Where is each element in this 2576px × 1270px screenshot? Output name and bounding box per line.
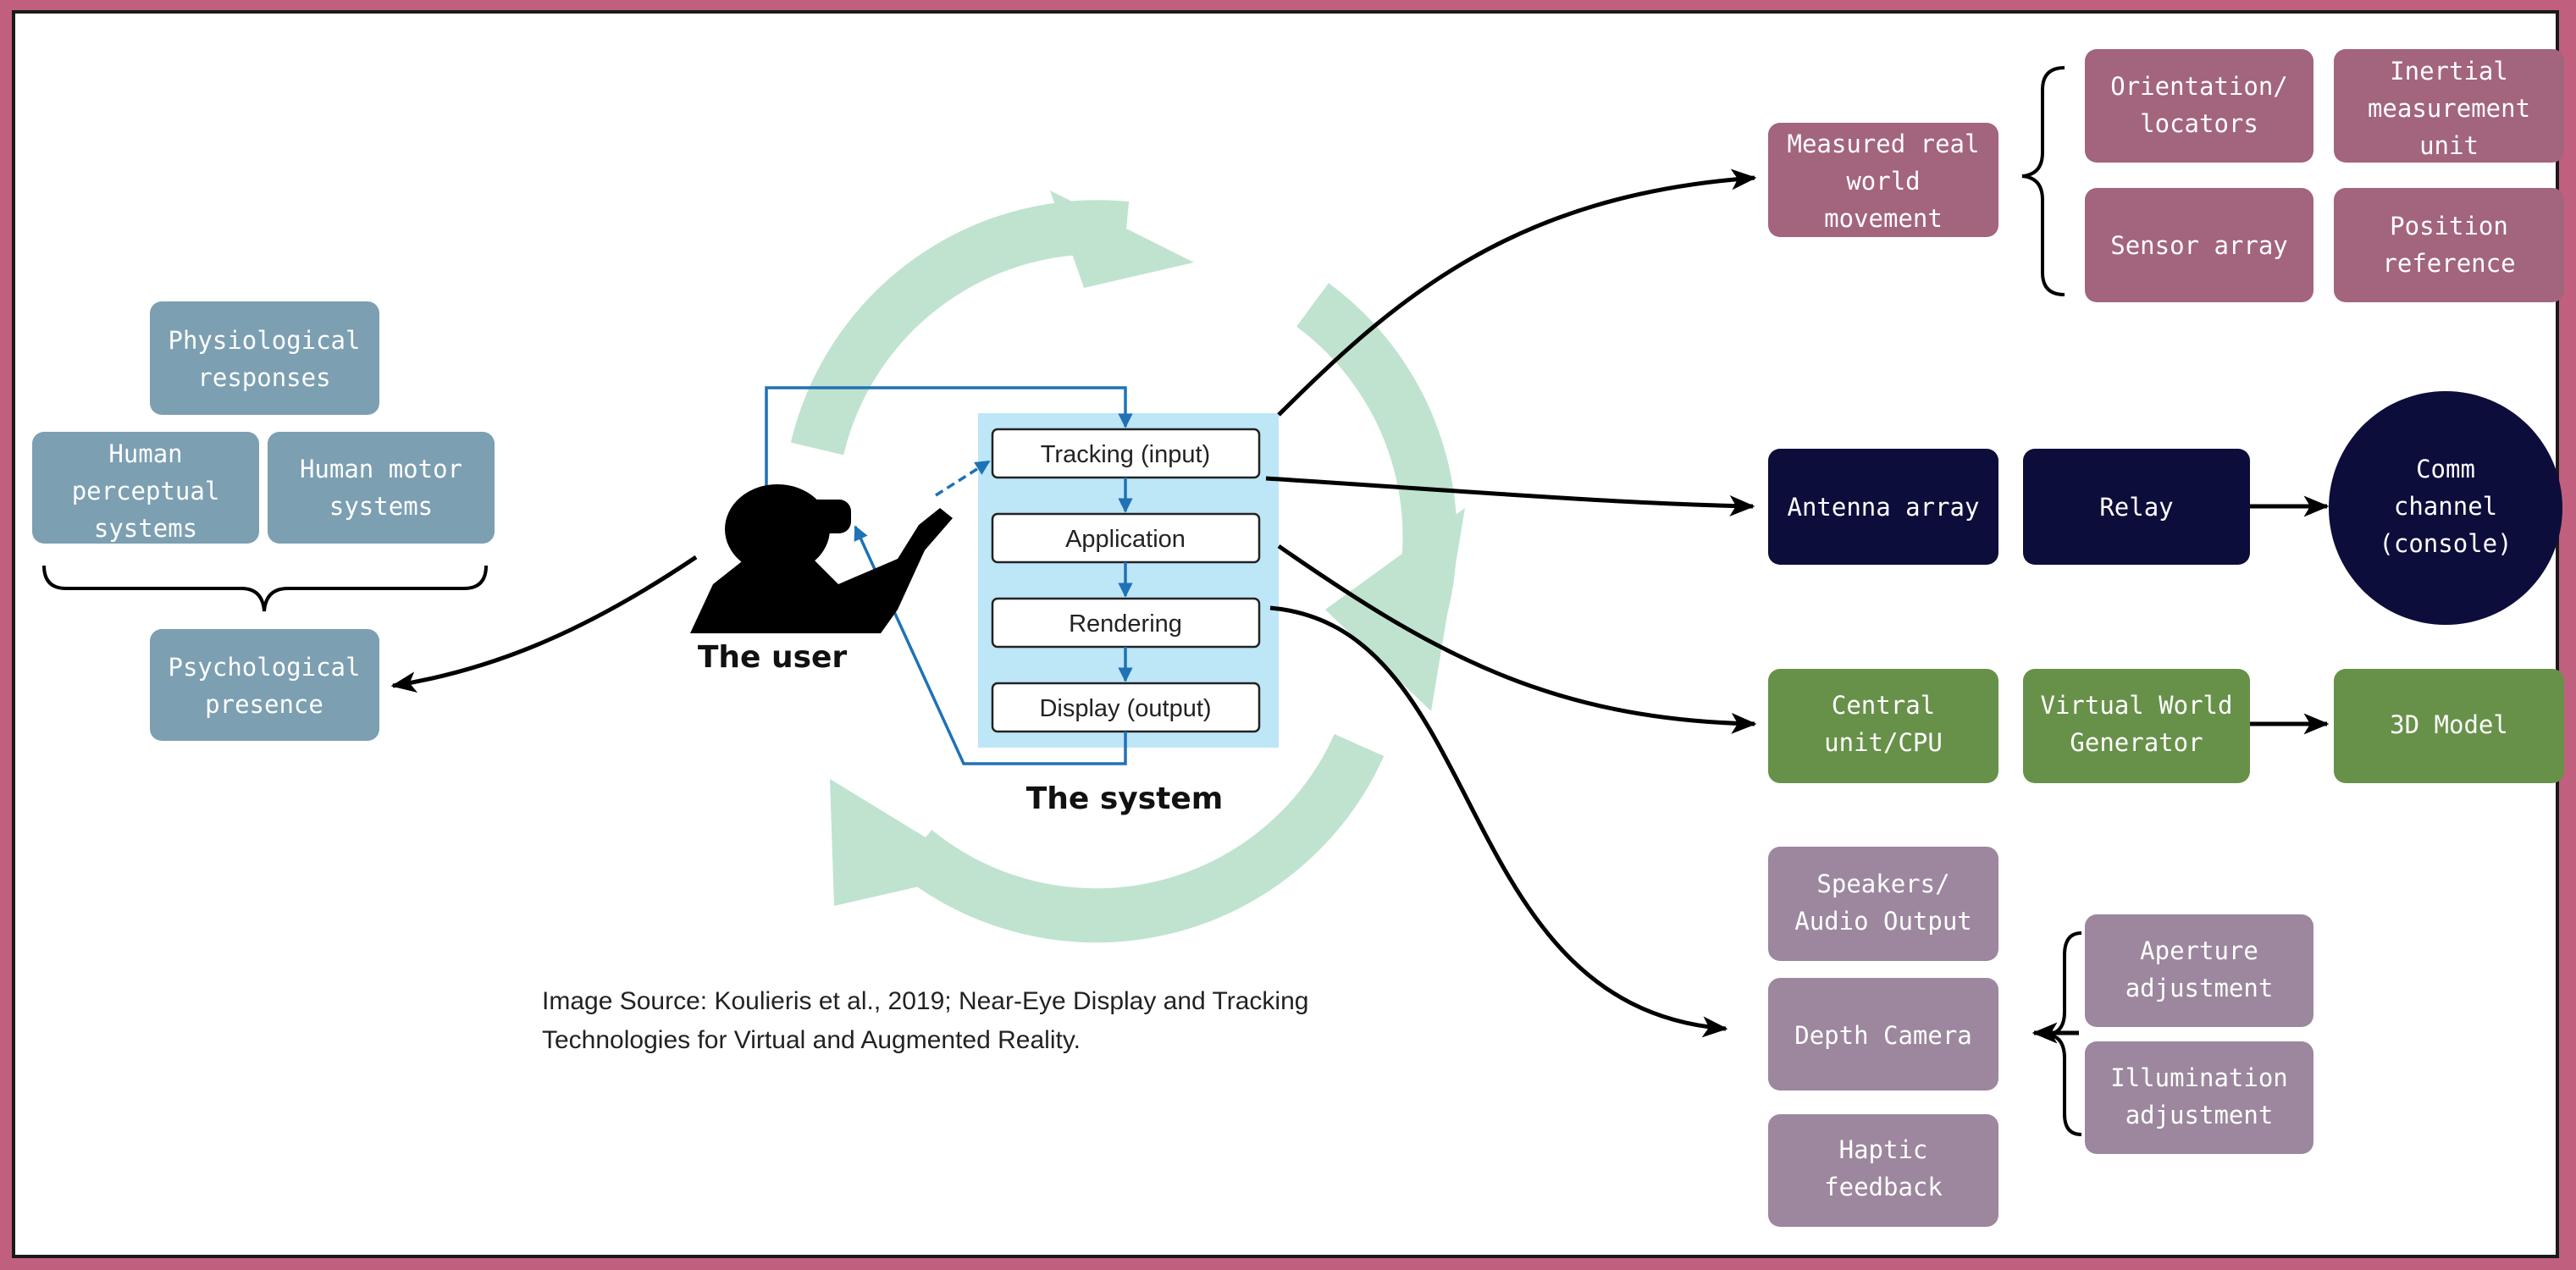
illumination-line-2: adjustment	[2125, 1101, 2274, 1129]
comm-line-1: Comm	[2416, 455, 2475, 483]
model-line-1: 3D Model	[2390, 710, 2508, 739]
aperture-line-1: Aperture	[2140, 936, 2258, 965]
orientation-line-1: Orientation/	[2110, 72, 2288, 101]
antenna-array-box	[1768, 449, 1998, 565]
orientation-line-2: locators	[2140, 109, 2258, 138]
position-line-1: Position	[2390, 212, 2508, 240]
presence-line-1: Psychological	[169, 653, 361, 682]
relay-box	[2023, 449, 2250, 565]
physiological-box	[150, 301, 379, 415]
speakers-line-2: Audio Output	[1794, 907, 1972, 936]
physiological-line-1: Physiological	[169, 326, 361, 355]
perceptual-box	[32, 432, 259, 544]
caption-line-2: Technologies for Virtual and Augmented R…	[542, 1026, 1081, 1054]
motor-line-1: Human motor	[300, 455, 462, 483]
generator-box	[2023, 669, 2250, 783]
output-branch: Speakers/ Audio Output Depth Camera Hapt…	[1768, 847, 2313, 1227]
display-label: Display (output)	[1039, 695, 1211, 722]
cpu-line-2: unit/CPU	[1824, 728, 1943, 757]
braces	[42, 66, 2082, 1136]
physiological-line-2: responses	[197, 363, 330, 392]
rendering-label: Rendering	[1069, 610, 1182, 638]
haptic-line-2: feedback	[1824, 1173, 1943, 1201]
measured-movement-box	[1768, 123, 1998, 237]
cpu-line-1: Central	[1832, 691, 1935, 720]
connector-arrows	[390, 168, 2330, 1044]
illumination-line-1: Illumination	[2110, 1063, 2288, 1092]
perceptual-line-3: systems	[94, 514, 197, 543]
human-side: Physiological responses Human perceptual…	[32, 301, 495, 741]
presence-box	[150, 629, 379, 741]
motor-line-2: systems	[329, 492, 433, 521]
comm-channel-circle	[2329, 391, 2562, 625]
depth-line-1: Depth Camera	[1794, 1021, 1972, 1050]
illumination-box	[2085, 1041, 2313, 1154]
depth-camera-box	[1768, 978, 1998, 1091]
comm-line-3: (console)	[2379, 529, 2512, 558]
imu-line-1: Inertial	[2390, 57, 2508, 86]
sensor-array-box	[2085, 188, 2313, 302]
tracking-label: Tracking (input)	[1041, 441, 1210, 468]
perceptual-line-1: Human	[108, 439, 182, 468]
presence-line-2: presence	[205, 690, 323, 719]
sensor-line-1: Sensor array	[2110, 231, 2288, 260]
position-line-2: reference	[2382, 249, 2515, 278]
user-label: The user	[698, 640, 848, 675]
comm-line-2: channel	[2394, 492, 2497, 521]
generator-line-1: Virtual World	[2041, 691, 2233, 720]
measured-line-3: movement	[1824, 204, 1943, 233]
orientation-box	[2085, 49, 2313, 163]
speakers-box	[1768, 847, 1998, 961]
motor-box	[268, 432, 495, 544]
antenna-line-1: Antenna array	[1788, 493, 1980, 522]
aperture-line-2: adjustment	[2125, 974, 2274, 1002]
relay-line-1: Relay	[2099, 493, 2173, 522]
model-box	[2334, 669, 2564, 783]
position-reference-box	[2334, 188, 2564, 302]
haptic-box	[1768, 1114, 1998, 1227]
user-silhouette	[690, 484, 953, 633]
speakers-line-1: Speakers/	[1816, 870, 1949, 898]
imu-line-3: unit	[2419, 131, 2479, 160]
cycle-arrowheads	[830, 190, 1465, 906]
measured-line-1: Measured real	[1788, 130, 1980, 158]
comm-branch: Antenna array Relay Comm channel (consol…	[1768, 391, 2562, 625]
cpu-box	[1768, 669, 1998, 783]
perceptual-line-2: perceptual	[72, 477, 220, 505]
compute-branch: Central unit/CPU Virtual World Generator…	[1768, 669, 2564, 783]
imu-box	[2334, 49, 2564, 163]
caption-line-1: Image Source: Koulieris et al., 2019; Ne…	[542, 987, 1308, 1015]
measured-line-2: world	[1846, 167, 1920, 196]
haptic-line-1: Haptic	[1839, 1135, 1928, 1164]
pipeline-arrows	[765, 386, 1133, 765]
tracking-branch: Measured real world movement Orientation…	[1768, 49, 2564, 302]
system-label: The system	[1026, 781, 1224, 816]
application-label: Application	[1065, 526, 1186, 553]
imu-line-2: measurement	[2368, 94, 2530, 123]
generator-line-2: Generator	[2070, 728, 2203, 757]
aperture-box	[2085, 914, 2313, 1027]
